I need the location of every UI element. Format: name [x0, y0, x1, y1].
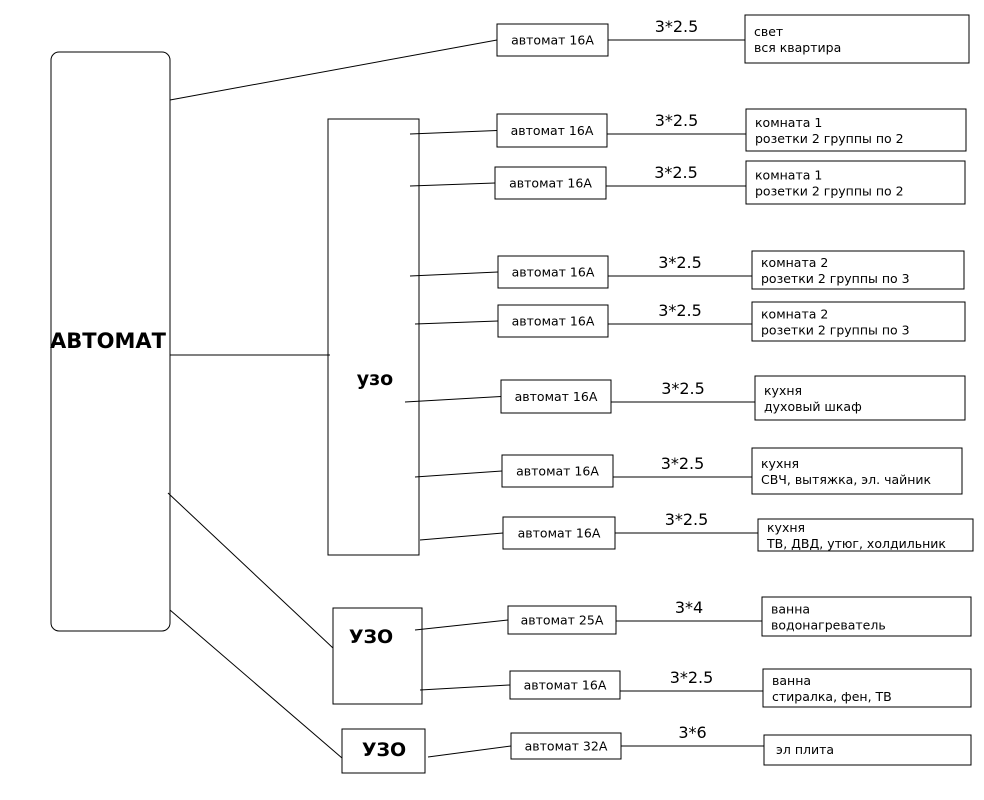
- main-breaker-box: [50, 51, 171, 632]
- breaker-box: [494, 166, 607, 200]
- cable-spec-label: 3*4: [675, 598, 703, 617]
- circuit-feed-wire: [427, 745, 512, 758]
- breaker-box: [500, 379, 612, 414]
- load-label-line1: комната 2: [761, 255, 828, 270]
- breaker-box: [501, 454, 614, 488]
- breaker-box: [496, 23, 609, 57]
- load-label-line1: кухня: [764, 383, 802, 398]
- load-label-line1: ванна: [772, 673, 811, 688]
- load-box: [745, 160, 966, 205]
- breaker-label: автомат 16А: [515, 389, 598, 404]
- load-box: [762, 668, 972, 708]
- feed-line-rcd-stove: [169, 609, 343, 759]
- load-box: [744, 14, 970, 64]
- load-box: [763, 734, 972, 766]
- circuit-feed-wire: [404, 396, 502, 403]
- cable-spec-label: 3*2.5: [670, 668, 714, 687]
- circuit-feed-wire: [414, 320, 499, 325]
- feed-line-light: [169, 39, 498, 101]
- load-box: [745, 108, 967, 152]
- load-label-line1: комната 1: [755, 115, 822, 130]
- load-label-line2: водонагреватель: [771, 618, 886, 633]
- load-box: [754, 375, 966, 421]
- main-breaker-label: АВТОМАТ: [50, 329, 167, 353]
- load-label-line2: стиралка, фен, ТВ: [772, 689, 892, 704]
- load-label-line1: комната 2: [761, 307, 828, 322]
- cable-spec-label: 3*2.5: [654, 163, 698, 182]
- breaker-label: автомат 16А: [512, 265, 595, 280]
- breaker-box: [510, 732, 622, 760]
- load-box: [751, 447, 963, 495]
- breaker-label: автомат 16А: [511, 123, 594, 138]
- breaker-box: [509, 670, 621, 700]
- load-label-line2: вся квартира: [754, 40, 841, 55]
- breaker-box: [496, 113, 608, 148]
- load-label-line2: ТВ, ДВД, утюг, холдильник: [766, 536, 946, 551]
- rcd-bath-box: [332, 607, 423, 705]
- cable-spec-label: 3*2.5: [655, 111, 699, 130]
- breaker-label: автомат 16А: [518, 526, 601, 541]
- circuit-feed-wire: [414, 619, 509, 631]
- load-label-line1: кухня: [761, 456, 799, 471]
- breaker-label: автомат 25А: [521, 613, 604, 628]
- breaker-label: автомат 16А: [516, 464, 599, 479]
- rcd-bath-label: УЗО: [349, 626, 393, 648]
- load-box: [751, 250, 965, 290]
- breaker-label: автомат 16А: [512, 314, 595, 329]
- cable-spec-label: 3*6: [678, 723, 706, 742]
- load-label-line2: розетки 2 группы по 2: [755, 184, 904, 199]
- feed-line-rcd-bath: [167, 492, 334, 649]
- cable-spec-label: 3*2.5: [661, 454, 705, 473]
- breaker-label: автомат 16А: [511, 33, 594, 48]
- breaker-label: автомат 16А: [509, 176, 592, 191]
- rcd-main-label: узо: [357, 368, 393, 390]
- load-box: [757, 518, 974, 552]
- rcd-main-box: [327, 118, 420, 556]
- load-label-line1: эл плита: [776, 742, 834, 757]
- rcd-stove-box: [341, 728, 426, 774]
- breaker-box: [507, 605, 617, 635]
- breaker-box: [497, 255, 609, 289]
- load-label-line1: кухня: [767, 520, 805, 535]
- breaker-box: [497, 304, 609, 338]
- cable-spec-label: 3*2.5: [658, 253, 702, 272]
- cable-spec-label: 3*2.5: [655, 17, 699, 36]
- load-label-line1: ванна: [771, 602, 810, 617]
- circuit-feed-wire: [419, 684, 511, 691]
- cable-spec-label: 3*2.5: [658, 301, 702, 320]
- load-label-line2: розетки 2 группы по 3: [761, 271, 910, 286]
- load-box: [761, 596, 972, 637]
- circuit-feed-wire: [409, 182, 496, 187]
- load-label-line1: комната 1: [755, 168, 822, 183]
- cable-spec-label: 3*2.5: [665, 510, 709, 529]
- load-box: [751, 301, 966, 342]
- load-label-line1: свет: [754, 24, 783, 39]
- circuit-feed-wire: [409, 130, 498, 135]
- circuit-feed-wire: [419, 532, 504, 541]
- load-label-line2: розетки 2 группы по 2: [755, 131, 904, 146]
- breaker-label: автомат 32А: [525, 739, 608, 754]
- circuit-feed-wire: [409, 271, 499, 277]
- rcd-stove-label: УЗО: [362, 739, 406, 761]
- cable-spec-label: 3*2.5: [661, 379, 705, 398]
- load-label-line2: СВЧ, вытяжка, эл. чайник: [761, 472, 932, 487]
- load-label-line2: духовый шкаф: [764, 399, 862, 414]
- load-label-line2: розетки 2 группы по 3: [761, 323, 910, 338]
- circuit-feed-wire: [414, 470, 503, 478]
- breaker-box: [502, 516, 616, 550]
- breaker-label: автомат 16А: [524, 678, 607, 693]
